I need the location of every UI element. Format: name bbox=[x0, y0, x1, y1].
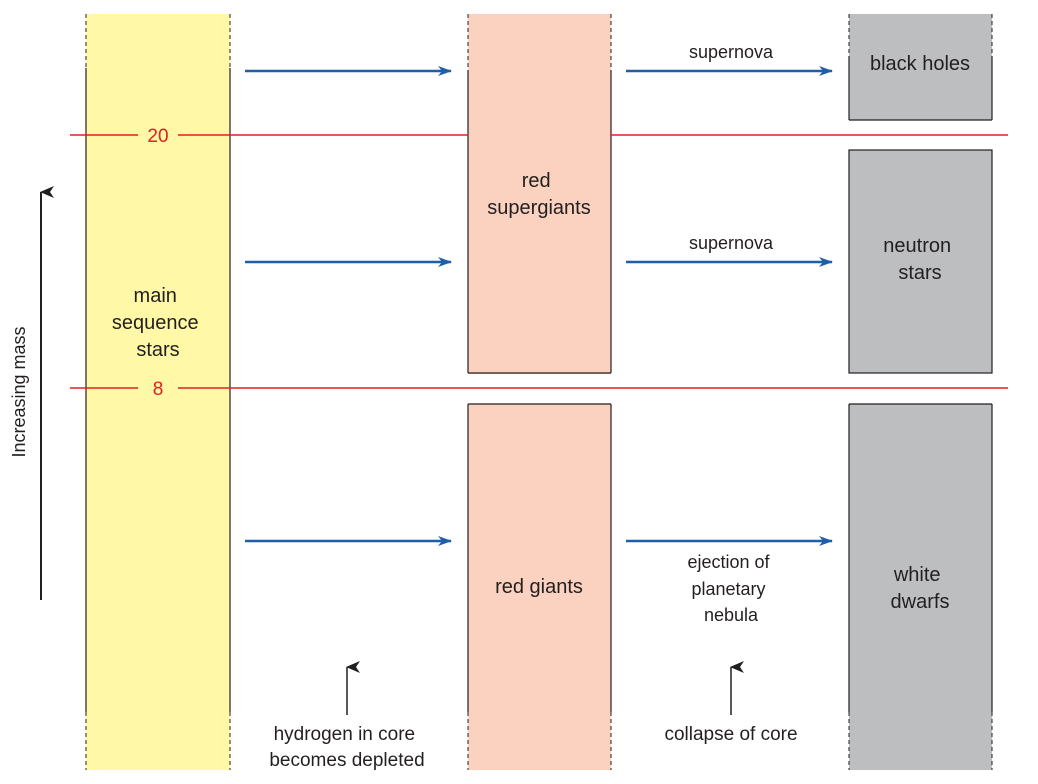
collapse-of-core-note: collapse of core bbox=[664, 724, 797, 745]
mass-axis: Increasing mass bbox=[9, 186, 54, 600]
mass-threshold-8-label: 8 bbox=[153, 379, 164, 400]
main-sequence-label: main sequence stars bbox=[112, 285, 204, 361]
black-holes-label: black holes bbox=[870, 53, 970, 75]
supernova-label-mid: supernova bbox=[689, 233, 774, 253]
mass-threshold-8: 8 bbox=[70, 379, 1008, 400]
red-supergiants-label: red supergiants bbox=[487, 170, 590, 219]
ejection-label: ejection of planetary nebula bbox=[687, 552, 774, 625]
mass-threshold-20: 20 bbox=[70, 126, 1008, 147]
main-sequence-column bbox=[85, 14, 231, 770]
giant-column bbox=[467, 14, 612, 770]
hydrogen-depleted-note: hydrogen in core becomes depleted bbox=[269, 724, 424, 771]
mass-axis-label: Increasing mass bbox=[9, 326, 29, 457]
mass-threshold-20-label: 20 bbox=[147, 126, 168, 147]
neutron-stars-label: neutron stars bbox=[883, 235, 956, 284]
supernova-label-top: supernova bbox=[689, 42, 774, 62]
white-dwarfs-label: white dwarfs bbox=[891, 564, 950, 613]
remnant-column bbox=[848, 14, 993, 770]
red-giants-label: red giants bbox=[495, 576, 583, 598]
